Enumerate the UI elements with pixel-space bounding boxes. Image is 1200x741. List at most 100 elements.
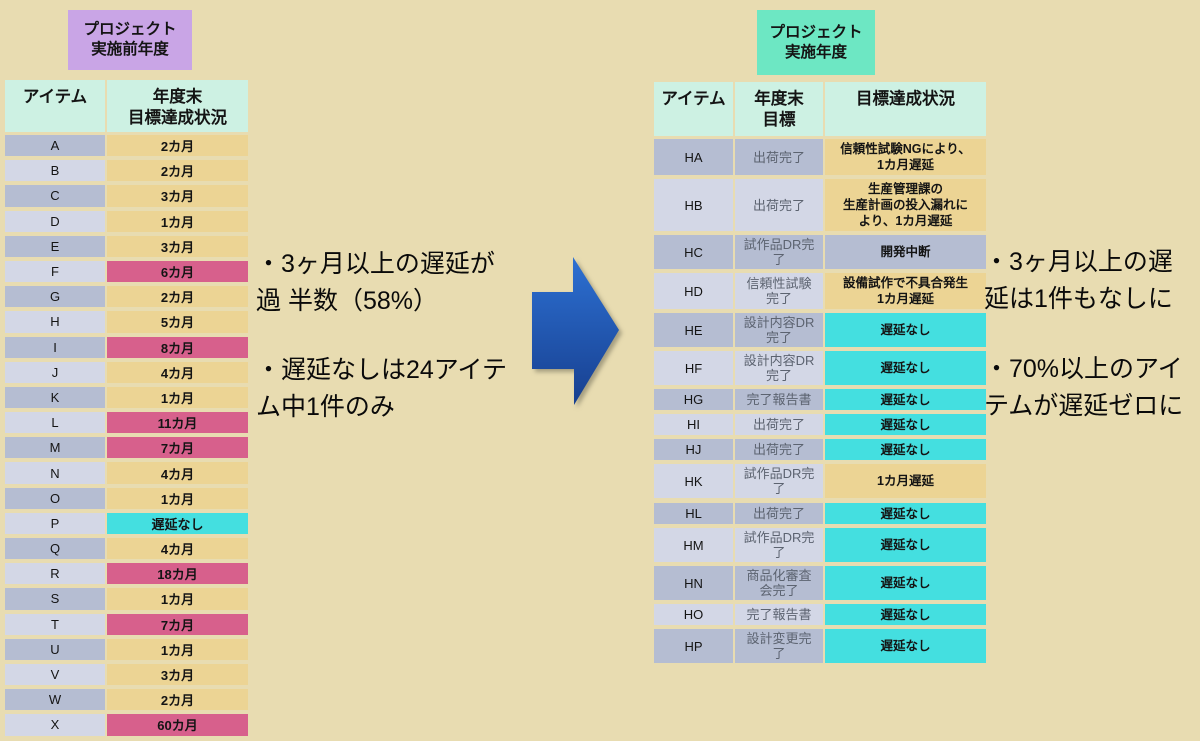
- status-cell: 4カ月: [107, 462, 248, 484]
- before-header-item: アイテム: [5, 80, 105, 132]
- item-cell: U: [5, 638, 105, 660]
- status-cell: 3カ月: [107, 235, 248, 257]
- status-cell: 1カ月遅延: [825, 464, 986, 498]
- item-cell: N: [5, 462, 105, 484]
- status-cell: 1カ月: [107, 487, 248, 509]
- status-cell: 1カ月: [107, 588, 248, 610]
- goal-cell: 完了報告書: [735, 389, 823, 410]
- item-cell: P: [5, 512, 105, 534]
- item-cell: Q: [5, 538, 105, 560]
- status-cell: 遅延なし: [825, 528, 986, 562]
- item-cell: HI: [654, 414, 733, 435]
- item-cell: J: [5, 361, 105, 383]
- status-cell: 1カ月: [107, 638, 248, 660]
- item-cell: HL: [654, 503, 733, 524]
- item-cell: HB: [654, 179, 733, 231]
- item-cell: I: [5, 336, 105, 358]
- item-cell: HO: [654, 604, 733, 625]
- item-cell: D: [5, 210, 105, 232]
- item-cell: HJ: [654, 439, 733, 460]
- after-note-zerodelay: ・70%以上のアイ テムが遅延ゼロに: [984, 355, 1184, 420]
- goal-cell: 出荷完了: [735, 139, 823, 175]
- goal-cell: 出荷完了: [735, 414, 823, 435]
- status-cell: 7カ月: [107, 437, 248, 459]
- transition-arrow-icon: [532, 257, 619, 405]
- status-cell: 2カ月: [107, 286, 248, 308]
- item-cell: F: [5, 260, 105, 283]
- after-header-goal: 年度末 目標: [735, 82, 823, 136]
- item-cell: S: [5, 588, 105, 610]
- status-cell: 2カ月: [107, 135, 248, 157]
- before-note-delays: ・3ヶ月以上の遅延が 過 半数（58%）: [256, 250, 495, 315]
- item-cell: HG: [654, 389, 733, 410]
- status-cell: 遅延なし: [825, 351, 986, 385]
- item-cell: HD: [654, 273, 733, 309]
- item-cell: L: [5, 412, 105, 434]
- status-cell: 遅延なし: [825, 503, 986, 524]
- status-cell: 60カ月: [107, 714, 248, 736]
- status-cell: 遅延なし: [107, 512, 248, 534]
- status-cell: 2カ月: [107, 160, 248, 182]
- status-cell: 1カ月: [107, 210, 248, 232]
- status-cell: 遅延なし: [825, 604, 986, 625]
- item-cell: B: [5, 160, 105, 182]
- status-cell: 信頼性試験NGにより、 1カ月遅延: [825, 139, 986, 175]
- before-table-header: アイテム 年度末 目標達成状況: [5, 80, 248, 132]
- after-note-delays: ・3ヶ月以上の遅 延は1件もなしに: [984, 248, 1173, 313]
- status-cell: 3カ月: [107, 185, 248, 207]
- status-cell: 5カ月: [107, 311, 248, 333]
- status-cell: 遅延なし: [825, 629, 986, 663]
- goal-cell: 出荷完了: [735, 503, 823, 524]
- item-cell: HP: [654, 629, 733, 663]
- item-cell: HF: [654, 351, 733, 385]
- item-cell: O: [5, 487, 105, 509]
- goal-cell: 試作品DR完 了: [735, 235, 823, 269]
- status-cell: 遅延なし: [825, 389, 986, 410]
- goal-cell: 出荷完了: [735, 439, 823, 460]
- goal-cell: 商品化審査 会完了: [735, 566, 823, 600]
- item-cell: T: [5, 613, 105, 635]
- item-cell: HC: [654, 235, 733, 269]
- status-cell: 生産管理課の 生産計画の投入漏れに より、1カ月遅延: [825, 179, 986, 231]
- item-cell: W: [5, 689, 105, 711]
- item-cell: HE: [654, 313, 733, 347]
- item-cell: HN: [654, 566, 733, 600]
- item-cell: C: [5, 185, 105, 207]
- status-cell: 18カ月: [107, 563, 248, 585]
- goal-cell: 設計変更完 了: [735, 629, 823, 663]
- after-period-title: プロジェクト 実施年度: [757, 10, 875, 75]
- status-cell: 遅延なし: [825, 566, 986, 600]
- status-cell: 設備試作で不具合発生 1カ月遅延: [825, 273, 986, 309]
